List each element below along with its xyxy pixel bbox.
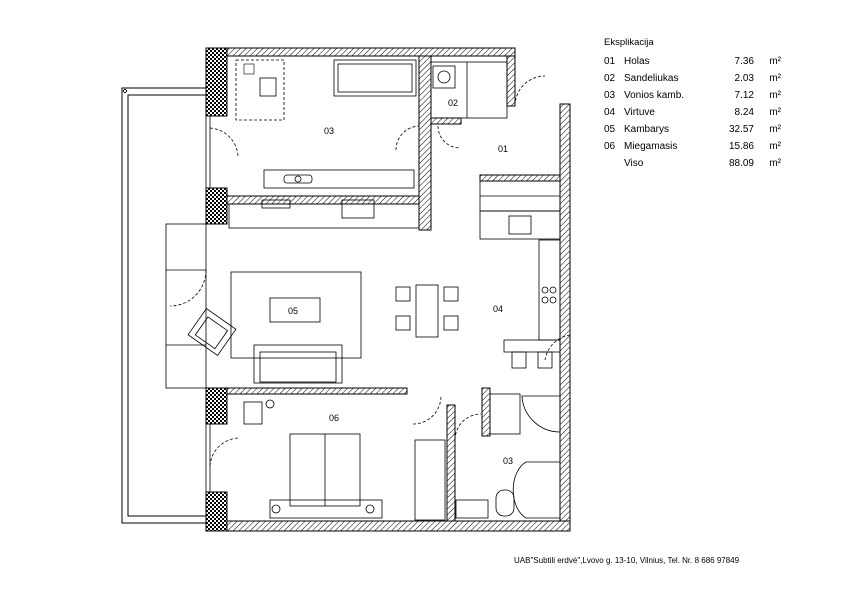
label-kitchen: 04: [493, 304, 503, 314]
legend-row: 05 Kambarys 32.57 m²: [604, 121, 794, 138]
legend-room-unit: m²: [769, 56, 781, 67]
legend-room-number: 02: [604, 73, 616, 84]
legend-row: 04 Virtuve 8.24 m²: [604, 104, 794, 121]
legend-room-name: Virtuve: [624, 107, 655, 118]
legend-room-number: 04: [604, 107, 616, 118]
legend-room-unit: m²: [769, 124, 781, 135]
legend-room-area: 7.12: [734, 90, 754, 101]
label-hall: 01: [498, 144, 508, 154]
storage-fixtures: [430, 61, 508, 119]
living-room-furniture: [187, 199, 459, 384]
legend-room-number: 01: [604, 56, 616, 67]
legend-room-unit: m²: [769, 141, 781, 152]
legend-room-area: 8.24: [734, 107, 754, 118]
explication-table: Eksplikacija 01 Holas 7.36 m² 02 Sandeliukas 2…: [604, 34, 794, 172]
legend-room-name: Miegamasis: [624, 141, 678, 152]
legend-room-unit: m²: [769, 107, 781, 118]
legend-room-area: 2.03: [734, 73, 754, 84]
label-bath-bottom: 03: [503, 456, 513, 466]
legend-row: 06 Miegamasis 15.86 m²: [604, 138, 794, 155]
kitchen-fixtures: [479, 180, 561, 369]
legend-total-row: Viso 88.09 m²: [604, 155, 794, 172]
legend-total-unit: m²: [769, 158, 781, 169]
legend-room-name: Holas: [624, 56, 650, 67]
room-labels: 03 02 01 04 05 06 03: [288, 98, 513, 466]
door-swings: [169, 75, 571, 467]
legend-total-label: Viso: [624, 158, 644, 169]
bedroom-furniture: [243, 399, 446, 521]
legend-room-area: 32.57: [728, 124, 754, 135]
legend-room-number: 05: [604, 124, 616, 135]
legend-row: 01 Holas 7.36 m²: [604, 53, 794, 70]
exterior-walls: [205, 47, 571, 532]
legend-room-name: Sandeliukas: [624, 73, 679, 84]
bathroom-fixtures: [455, 393, 561, 519]
label-bedroom: 06: [329, 413, 339, 423]
room-03-furniture: [235, 59, 417, 189]
legend-room-unit: m²: [769, 90, 781, 101]
legend-room-number: 06: [604, 141, 616, 152]
balcony: [121, 87, 206, 524]
legend-room-name: Vonios kamb.: [624, 90, 685, 101]
legend-room-unit: m²: [769, 73, 781, 84]
label-bath-top: 03: [324, 126, 334, 136]
legend-total-area: 88.09: [728, 158, 754, 169]
legend-rows: 01 Holas 7.36 m² 02 Sandeliukas 2.03 m² 03 Vonios…: [604, 53, 794, 155]
legend-room-area: 15.86: [728, 141, 754, 152]
legend-title: Eksplikacija: [604, 37, 654, 48]
windows: [165, 116, 211, 492]
legend-room-name: Kambarys: [624, 124, 670, 135]
legend-row: 03 Vonios kamb. 7.12 m²: [604, 87, 794, 104]
legend-room-number: 03: [604, 90, 616, 101]
label-living: 05: [288, 306, 298, 316]
legend-room-area: 7.36: [734, 56, 754, 67]
company-footer: UAB"Subtili erdvė",Lvovo g. 13-10, Vilni…: [514, 556, 740, 565]
label-storage: 02: [448, 98, 458, 108]
legend-row: 02 Sandeliukas 2.03 m²: [604, 70, 794, 87]
